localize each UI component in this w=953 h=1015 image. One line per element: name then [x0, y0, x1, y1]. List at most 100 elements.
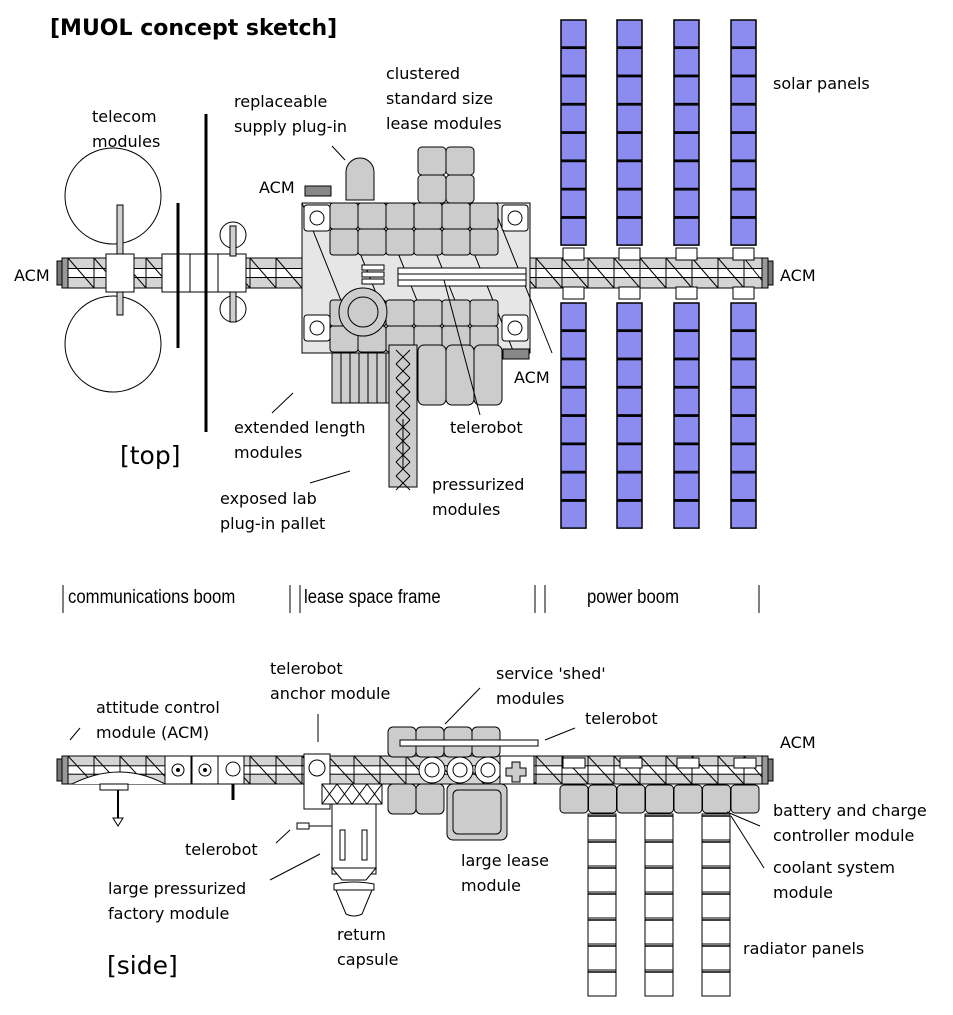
node-ring-inner	[424, 762, 440, 778]
solar-gimbal-lower	[562, 286, 585, 300]
telecom-module-3	[189, 253, 219, 293]
section-power-boom: power boom	[587, 587, 680, 608]
solar-panel	[560, 443, 587, 473]
side-boom-truss-diagonal	[613, 755, 641, 785]
solar-panel	[560, 19, 587, 48]
solar-panel	[730, 387, 757, 416]
radiator-panel	[587, 813, 617, 841]
solar-panel	[616, 387, 643, 416]
solar-panel	[673, 500, 700, 529]
solar-panel	[730, 160, 757, 190]
large-pressurized-factory-module	[331, 803, 377, 875]
anchor-node-ring	[507, 210, 523, 226]
label-clustered-2: standard size	[386, 89, 494, 108]
solar-panel	[560, 75, 587, 105]
solar-gimbal-upper	[732, 247, 755, 261]
large-circular-module-ring	[347, 296, 379, 328]
label-factory-2: factory module	[108, 904, 230, 923]
side-boom-truss-diagonal	[379, 755, 407, 785]
cross-node	[505, 761, 527, 783]
solar-panel	[673, 415, 700, 444]
solar-panel	[673, 302, 700, 331]
label-telerobot-side-top: telerobot	[585, 709, 658, 728]
leader-telerobot-left	[275, 829, 291, 844]
lease-module	[329, 228, 359, 256]
clustered-lease-module	[417, 174, 447, 204]
pallet-lattice	[395, 461, 411, 477]
leader-extended	[271, 392, 294, 414]
telecom-module-4	[217, 253, 247, 293]
solar-panel	[616, 330, 643, 360]
power-boom-bracket	[676, 757, 700, 769]
lease-module	[357, 202, 387, 230]
factory-strut	[339, 829, 346, 861]
solar-panel	[560, 415, 587, 444]
solar-panel	[560, 472, 587, 501]
pallet-lattice	[395, 475, 411, 491]
solar-panel	[673, 443, 700, 473]
side-boom-truss-diagonal	[535, 755, 563, 785]
solar-panel	[560, 189, 587, 218]
leader-coolant	[730, 815, 765, 869]
side-telerobot-rail	[399, 739, 539, 747]
lease-module	[469, 228, 499, 256]
solar-panel	[560, 47, 587, 77]
power-boom-bracket	[619, 757, 643, 769]
battery-module	[645, 784, 674, 814]
side-acm-left-thruster	[56, 758, 63, 782]
label-acm-lower: ACM	[514, 368, 550, 387]
label-acm-right: ACM	[780, 266, 816, 285]
solar-panel	[616, 75, 643, 105]
label-extended-1: extended length	[234, 418, 366, 437]
pressurized-module	[417, 344, 447, 406]
main-boom-truss-diagonal	[717, 257, 745, 289]
label-large-lease-1: large lease	[461, 851, 549, 870]
solar-gimbal-upper	[562, 247, 585, 261]
solar-panel	[616, 47, 643, 77]
side-comm-dot	[203, 768, 207, 772]
label-clustered-3: lease modules	[386, 114, 502, 133]
main-boom-truss-diagonal	[639, 257, 667, 289]
clustered-lease-module	[445, 174, 475, 204]
hatch-panel-slot	[361, 264, 385, 271]
factory-truss-x	[366, 783, 383, 805]
radiator-panel	[644, 943, 674, 971]
solar-panel	[730, 500, 757, 529]
label-telerobot-side-left: telerobot	[185, 840, 258, 859]
solar-panel	[730, 47, 757, 77]
label-solar-panels: solar panels	[773, 74, 870, 93]
view-label-top: [top]	[120, 441, 181, 470]
solar-gimbal-lower	[618, 286, 641, 300]
lease-module	[357, 228, 387, 256]
side-boom-truss-diagonal	[587, 755, 615, 785]
solar-panel	[673, 47, 700, 77]
acm-frame-upper	[304, 185, 332, 197]
leader-shed	[444, 687, 481, 725]
service-shed-module-lower	[415, 783, 445, 815]
solar-panel	[560, 302, 587, 331]
main-boom-truss-diagonal	[535, 257, 563, 289]
solar-panel	[560, 217, 587, 246]
solar-panel	[616, 19, 643, 48]
acm-bell	[71, 771, 166, 785]
hatch-panel-slot	[361, 278, 385, 285]
leader-telerobot-side	[544, 727, 576, 741]
lease-module	[385, 228, 415, 256]
side-boom-truss-diagonal	[639, 755, 667, 785]
label-supply-2: supply plug-in	[234, 117, 348, 136]
main-boom-truss-diagonal	[587, 257, 615, 289]
solar-panel	[616, 160, 643, 190]
leader-exposed	[309, 470, 351, 484]
solar-panel	[730, 189, 757, 218]
solar-panel	[560, 387, 587, 416]
solar-panel	[616, 472, 643, 501]
solar-gimbal-lower	[675, 286, 698, 300]
solar-panel	[673, 160, 700, 190]
leader-factory	[269, 853, 321, 881]
lease-module-lower	[441, 299, 471, 327]
radiator-panel	[701, 865, 731, 893]
acm-right-cap-thruster	[767, 260, 774, 286]
solar-panel	[673, 217, 700, 246]
anchor-node-ring	[309, 210, 325, 226]
solar-panel	[673, 358, 700, 388]
